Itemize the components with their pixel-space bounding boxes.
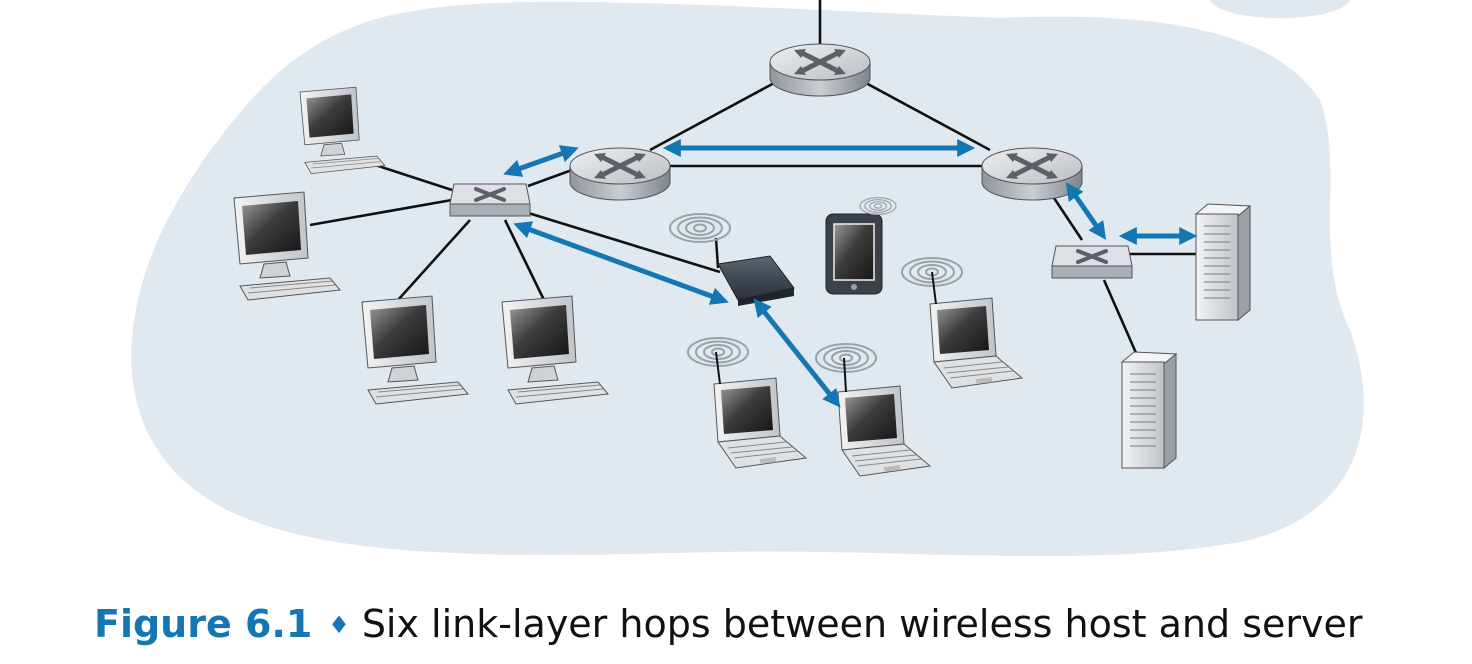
link-switchleft-desktop2 bbox=[309, 198, 453, 227]
link-switchright-server2 bbox=[1102, 279, 1142, 363]
router-left bbox=[570, 148, 670, 200]
hop-arrows bbox=[503, 139, 1198, 408]
tablet bbox=[825, 213, 883, 295]
figure-caption: Figure 6.1 ♦ Six link-layer hops between w… bbox=[94, 596, 1363, 656]
link-routertop-routerright bbox=[863, 80, 991, 152]
switch-left bbox=[448, 182, 532, 218]
link-routertop-routerleft bbox=[649, 80, 777, 152]
server-2 bbox=[1121, 351, 1177, 469]
server-1 bbox=[1195, 203, 1251, 321]
figure-label: Figure 6.1 bbox=[94, 602, 313, 646]
switch-right bbox=[1050, 244, 1134, 280]
network-diagram bbox=[131, 0, 1364, 557]
hop-arrow-2 bbox=[513, 221, 729, 305]
router-right bbox=[982, 148, 1082, 200]
hop-arrow-1 bbox=[753, 298, 841, 408]
link-switchleft-desktop3 bbox=[397, 219, 471, 301]
hop-arrow-5 bbox=[1065, 182, 1107, 240]
hop-arrow-3 bbox=[503, 145, 579, 177]
network-cloud-corner bbox=[1210, 0, 1350, 18]
caption-text: Six link-layer hops between wireless hos… bbox=[361, 602, 1363, 646]
caption-separator: ♦ bbox=[328, 611, 350, 639]
router-top bbox=[770, 44, 870, 96]
